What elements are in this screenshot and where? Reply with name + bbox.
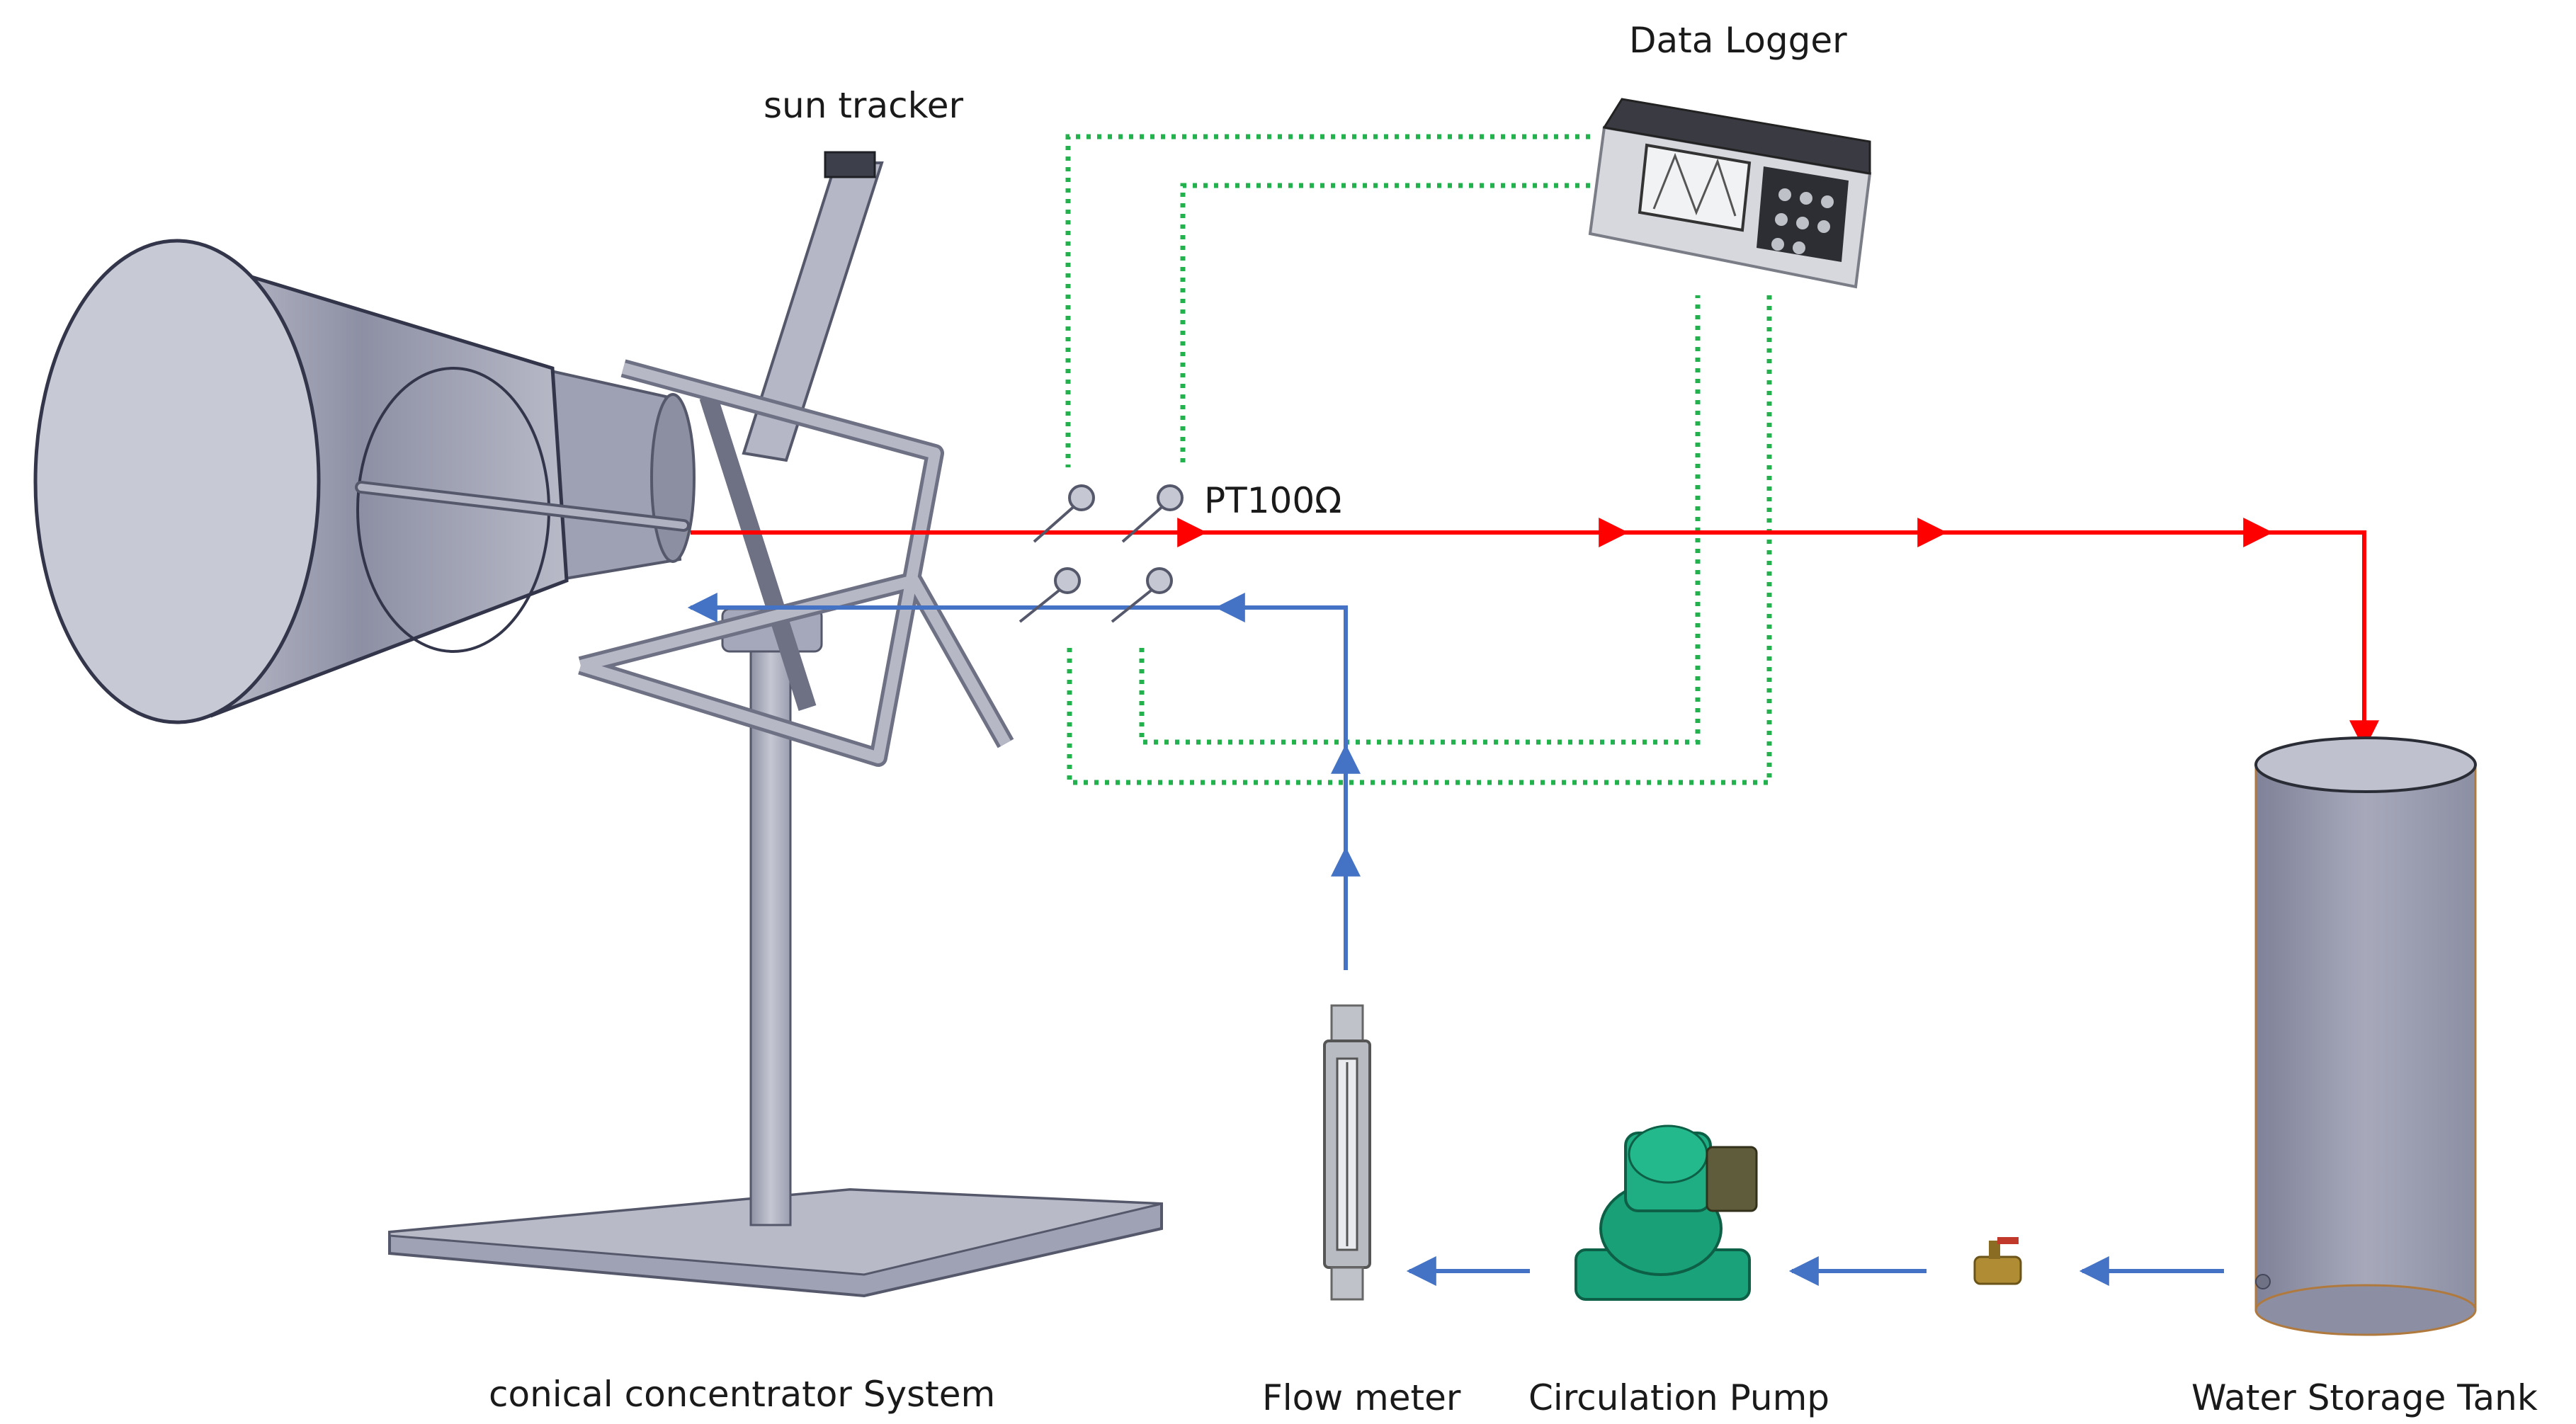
pt100-sensors: [1019, 484, 1184, 623]
tank-label: Water Storage Tank: [2191, 1377, 2538, 1418]
hot-water-line: [691, 518, 2379, 751]
flow-meter-label: Flow meter: [1262, 1377, 1461, 1418]
data-logger-screen: [1638, 143, 1752, 232]
sensor-cold-2: [1111, 567, 1173, 623]
signal-line-3: [1067, 295, 1772, 785]
signal-line-4: [1139, 295, 1701, 745]
signal-lines: [1065, 134, 1772, 785]
data-logger-device: [1588, 98, 1872, 289]
cold-water-line: [687, 593, 2224, 1286]
sensor-cold-1: [1019, 567, 1081, 623]
concentrator-label: conical concentrator System: [489, 1374, 996, 1415]
concentrator-illustration: [33, 151, 1163, 1298]
pump-label: Circulation Pump: [1528, 1377, 1830, 1418]
flow-meter: [1323, 1004, 1371, 1301]
signal-line-1: [1065, 134, 1590, 467]
sun-tracker-sensor: [824, 151, 876, 178]
data-logger-label: Data Logger: [1629, 20, 1847, 61]
circulation-pump: [1574, 1124, 1758, 1301]
sun-tracker-label: sun tracker: [764, 85, 964, 126]
pt100-label: PT100Ω: [1204, 480, 1342, 521]
water-storage-tank: [2254, 736, 2477, 1336]
ball-valve: [1973, 1237, 2022, 1285]
sensor-hot-1: [1033, 484, 1095, 543]
sensor-hot-2: [1121, 484, 1184, 543]
signal-line-2: [1180, 183, 1590, 467]
